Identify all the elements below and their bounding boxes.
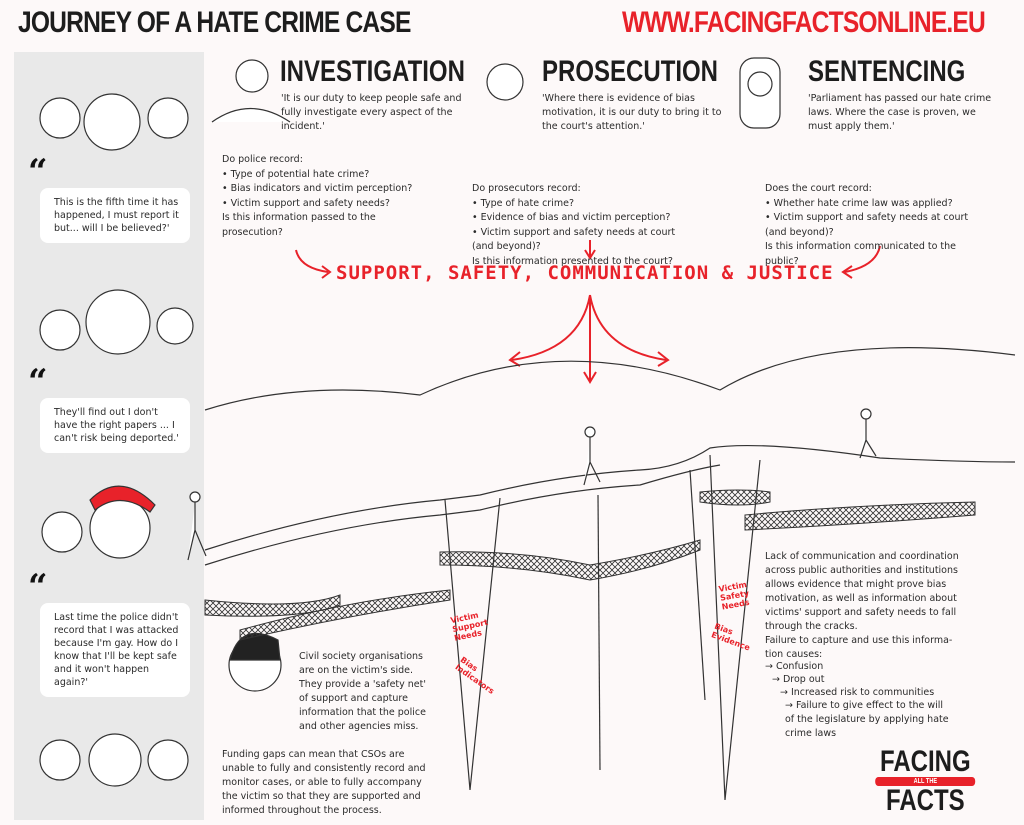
stage-questions-investigation: Do police record:• Type of potential hat… (222, 154, 413, 238)
stage-heading-sentencing: SENTENCING (808, 55, 966, 88)
quote-text: This is the fifth time it has happened, … (54, 197, 179, 234)
quote-text: They'll find out I don't have the right … (54, 407, 179, 444)
quote-mark-icon: “ (28, 152, 48, 192)
stage-questions-sentencing: Does the court record:• Whether hate cri… (765, 183, 969, 267)
crack-label-victim-safety-needs: Victim Safety Needs (717, 580, 751, 612)
stage-quote-investigation: 'It is our duty to keep people safe and … (281, 93, 462, 132)
central-banner: SUPPORT, SAFETY, COMMUNICATION & JUSTICE (336, 262, 834, 284)
funding-text: Funding gaps can mean that CSOs are unab… (222, 749, 426, 816)
page-title: JOURNEY OF A HATE CRIME CASE (18, 6, 411, 39)
safety-nets (204, 489, 976, 641)
stage-questions-prosecution: Do prosecutors record:• Type of hate cri… (472, 183, 676, 267)
quote-text: Last time the police didn't record that … (54, 612, 179, 688)
victim-faces-group-1 (39, 93, 194, 787)
failure-intro: Failure to capture and use this informa-… (765, 635, 953, 660)
stage-quote-sentencing: 'Parliament has passed our hate crime la… (808, 93, 992, 132)
website-link[interactable]: WWW.FACINGFACTSONLINE.EU (622, 6, 986, 39)
victim-quote-2: “They'll find out I don't have the right… (28, 365, 190, 453)
quote-mark-icon: “ (28, 567, 48, 607)
consequence-2: → Drop out (772, 674, 825, 685)
consequence-1: → Confusion (765, 661, 824, 672)
stage-heading-investigation: INVESTIGATION (280, 55, 465, 88)
consequence-4: → Failure to give effect to the will of … (785, 700, 949, 739)
journey-path (204, 444, 1016, 801)
gap-text: Lack of communication and coordination a… (765, 551, 959, 632)
consequence-3: → Increased risk to communities (780, 687, 935, 698)
stage-heading-prosecution: PROSECUTION (542, 55, 719, 88)
walking-figures (187, 408, 877, 561)
stage-quote-prosecution: 'Where there is evidence of bias motivat… (542, 93, 722, 132)
cso-text: Civil society organisations are on the v… (299, 651, 426, 732)
officials-portraits (211, 57, 781, 692)
arrows (295, 240, 881, 384)
victim-quote-3: “Last time the police didn't record that… (28, 570, 190, 697)
quote-mark-icon: “ (28, 362, 48, 402)
victim-quote-1: “This is the fifth time it has happened,… (28, 155, 190, 243)
